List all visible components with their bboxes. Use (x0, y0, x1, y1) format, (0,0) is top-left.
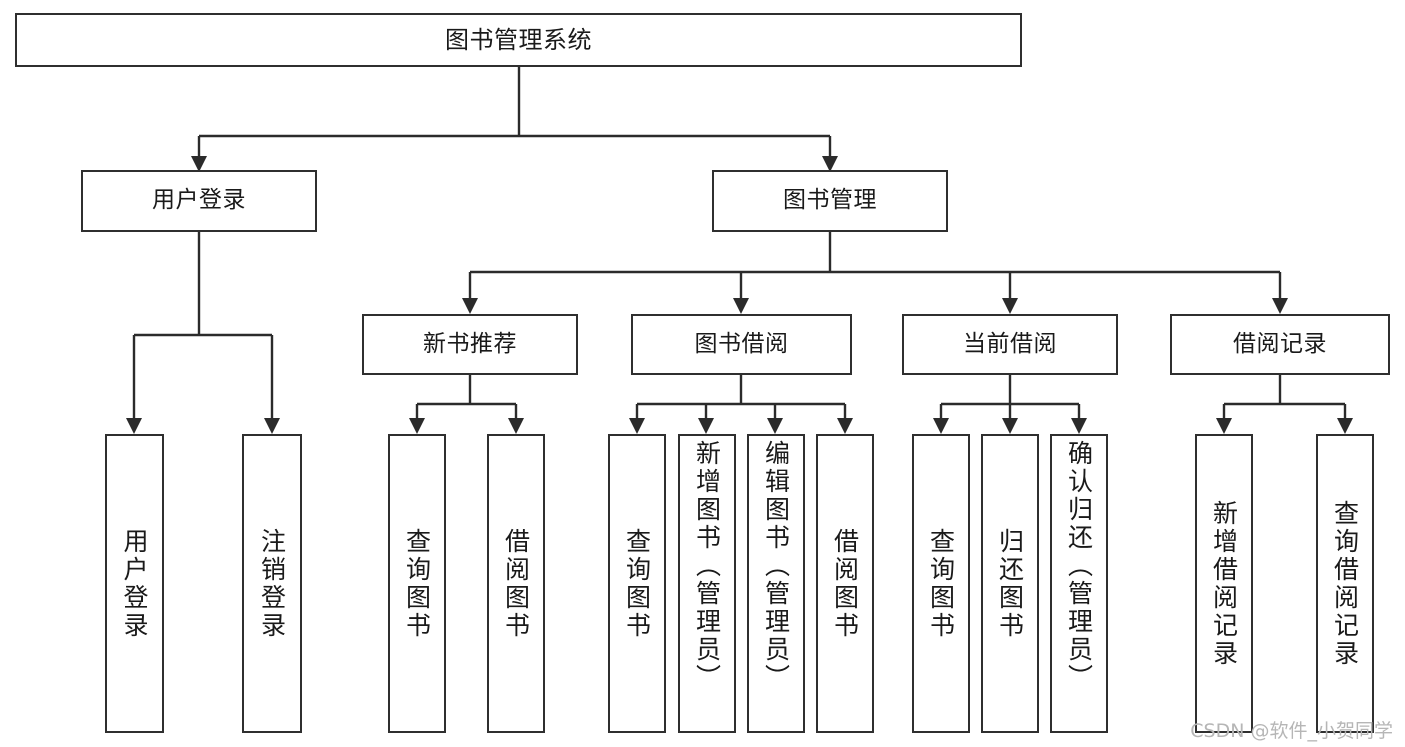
leaf-query-borrow-record[interactable]: 查询借阅记录 (1316, 434, 1374, 733)
node-label: 借阅图书 (830, 527, 860, 640)
node-label: 编辑图书（管理员） (761, 440, 791, 692)
arrowhead-leaf-1 (264, 418, 280, 434)
arrowhead-level3-0 (462, 298, 478, 314)
node-label: 用户登录 (120, 527, 149, 640)
node-label: 查询图书 (622, 527, 652, 640)
leaf-borrow-books-recommend[interactable]: 借阅图书 (487, 434, 545, 733)
arrowhead-leaf-5 (698, 418, 714, 434)
arrowhead-leaf-11 (1216, 418, 1232, 434)
node-user-login[interactable]: 用户登录 (81, 170, 317, 232)
node-label: 归还图书 (995, 527, 1025, 640)
leaf-add-book-admin[interactable]: 新增图书（管理员） (678, 434, 736, 733)
leaf-borrow-books[interactable]: 借阅图书 (816, 434, 874, 733)
node-label: 新增借阅记录 (1209, 499, 1239, 668)
node-label: 新增图书（管理员） (692, 440, 722, 692)
leaf-user-login[interactable]: 用户登录 (105, 434, 164, 733)
leaf-confirm-return-admin[interactable]: 确认归还（管理员） (1050, 434, 1108, 733)
node-label: 查询借阅记录 (1330, 499, 1360, 668)
node-label: 图书管理系统 (445, 25, 592, 54)
arrowhead-leaf-6 (767, 418, 783, 434)
node-label: 注销登录 (257, 527, 287, 640)
node-label: 查询图书 (402, 527, 432, 640)
node-book-borrowing[interactable]: 图书借阅 (631, 314, 852, 375)
node-borrowing-records[interactable]: 借阅记录 (1170, 314, 1390, 375)
watermark: CSDN @软件_小贺同学 (1190, 720, 1393, 742)
leaf-add-borrow-record[interactable]: 新增借阅记录 (1195, 434, 1253, 733)
leaf-query-books-current[interactable]: 查询图书 (912, 434, 970, 733)
leaf-return-books[interactable]: 归还图书 (981, 434, 1039, 733)
arrowhead-leaf-10 (1071, 418, 1087, 434)
arrowhead-level3-1 (733, 298, 749, 314)
node-label: 借阅记录 (1233, 330, 1327, 357)
leaf-logout[interactable]: 注销登录 (242, 434, 302, 733)
arrowhead-level3-2 (1002, 298, 1018, 314)
node-current-borrowing[interactable]: 当前借阅 (902, 314, 1118, 375)
arrowhead-leaf-3 (508, 418, 524, 434)
leaf-edit-book-admin[interactable]: 编辑图书（管理员） (747, 434, 805, 733)
node-label: 图书管理 (783, 187, 877, 214)
node-label: 用户登录 (152, 187, 246, 214)
node-label: 确认归还（管理员） (1064, 440, 1094, 692)
arrowhead-level3-3 (1272, 298, 1288, 314)
node-book-management[interactable]: 图书管理 (712, 170, 948, 232)
arrowhead-leaf-12 (1337, 418, 1353, 434)
node-label: 新书推荐 (423, 330, 517, 357)
node-new-book-recommendation[interactable]: 新书推荐 (362, 314, 578, 375)
node-label: 借阅图书 (501, 527, 531, 640)
node-label: 查询图书 (926, 527, 956, 640)
arrowhead-leaf-8 (933, 418, 949, 434)
arrowhead-leaf-7 (837, 418, 853, 434)
arrowhead-leaf-4 (629, 418, 645, 434)
arrowhead-leaf-0 (126, 418, 142, 434)
arrowhead-leaf-9 (1002, 418, 1018, 434)
node-label: 图书借阅 (694, 330, 789, 357)
node-label: 当前借阅 (963, 330, 1057, 357)
leaf-query-books-borrow[interactable]: 查询图书 (608, 434, 666, 733)
arrowhead-leaf-2 (409, 418, 425, 434)
leaf-query-books-recommend[interactable]: 查询图书 (388, 434, 446, 733)
node-root-book-management-system[interactable]: 图书管理系统 (15, 13, 1022, 67)
